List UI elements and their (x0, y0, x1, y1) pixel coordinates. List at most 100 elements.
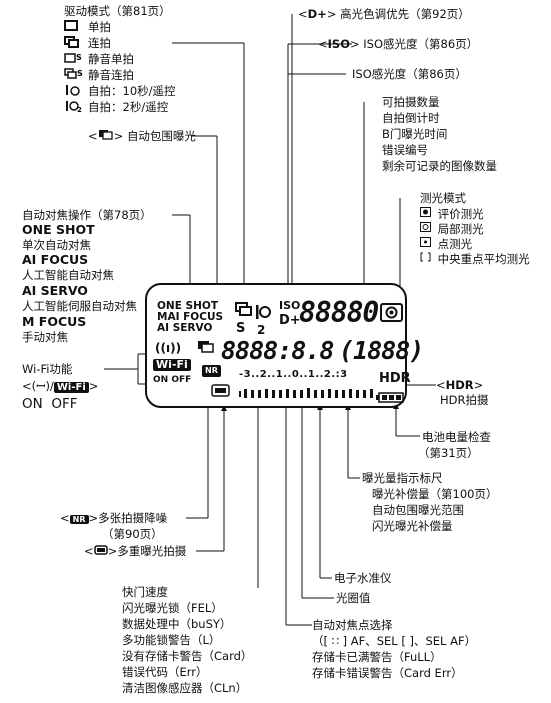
iso-sensitivity: ISO感光度（第86页） (352, 67, 467, 81)
exposure-scale-item: 闪光曝光补偿量 (372, 519, 453, 533)
shutter-item: 清洁图像感应器（CLn） (122, 681, 248, 695)
shots-list: 可拍摄数量 自拍倒计时 B门曝光时间 错误编号 剩余可记录的图像数量 (382, 95, 497, 175)
drive-mode-list: 单拍 连拍 S 静音单拍 S 静音连拍 自拍：10秒/遥控 2 自拍：2秒/遥控 (64, 20, 176, 116)
lcd-on-off: ON OFF (153, 375, 192, 385)
svg-text:S: S (76, 53, 82, 62)
silent-single-icon: S (64, 52, 84, 67)
lcd-wifi-signal-icon: ((ı)) (155, 341, 182, 355)
lcd-panel: ONE SHOT MAI FOCUS AI SERVO S 2 ISO D+ 8… (145, 283, 424, 408)
lcd-bracketing-icon (197, 339, 215, 358)
metering-item: 点测光 (420, 237, 530, 252)
exposure-scale-item: 自动包围曝光范围 (372, 503, 464, 517)
evaluative-metering-icon (420, 207, 432, 221)
battery-label: 电池电量检查 (422, 430, 491, 444)
multi-exposure-label: <>多重曝光拍摄 (84, 544, 187, 558)
shutter-item: 错误代码（Err） (122, 665, 208, 679)
highlight-symbol: D+ (307, 7, 327, 21)
af-point-item: 存储卡错误警告（Card Err） (312, 666, 463, 680)
iso-top: <ISO> ISO感光度（第86页） (318, 37, 479, 51)
nr-label: <NR>多张拍摄降噪 (60, 511, 168, 525)
svg-text:2: 2 (77, 106, 82, 112)
lcd-dplus: D+ (279, 313, 301, 328)
shutter-list: 快门速度 闪光曝光锁（FEL） 数据处理中（buSY） 多功能锁警告（L） 没有… (122, 585, 252, 697)
center-weighted-metering-icon (420, 252, 432, 266)
af-mode-one-shot-desc: 单次自动对焦 (22, 238, 91, 252)
wifi-title: Wi-Fi功能 (22, 362, 73, 376)
lcd-drive-s: S (236, 321, 246, 336)
shutter-item: 多功能锁警告（L） (122, 633, 221, 647)
lcd-scale-labels: -3..2..1..0..1..2.:3 (239, 369, 348, 380)
iso-symbol: ISO (327, 37, 350, 51)
af-mode-ai-focus: AI FOCUS (22, 252, 89, 267)
shots-item: 自拍倒计时 (382, 111, 440, 125)
af-mode-manual: M FOCUS (22, 314, 87, 329)
lcd-main-digits: 8888:8.8 (221, 336, 334, 365)
bracketing-icon (98, 129, 114, 143)
hdr-label: HDR拍摄 (440, 393, 489, 407)
drive-mode-title: 驱动模式（第81页） (64, 4, 171, 18)
lcd-scale-bar (237, 385, 379, 404)
lcd-drive-icons (235, 301, 271, 327)
hdr-callout: <HDR> (436, 378, 484, 392)
aperture-label: 光圈值 (336, 591, 371, 605)
lcd-hdr: HDR (379, 371, 411, 386)
metering-item: 中央重点平均测光 (420, 252, 530, 267)
silent-continuous-icon: S (64, 68, 84, 83)
exposure-scale-list: 曝光量指示标尺 曝光补偿量（第100页） 自动包围曝光范围 闪光曝光补偿量 (362, 471, 497, 535)
wifi-on-off: ON OFF (22, 396, 78, 412)
af-mode-one-shot: ONE SHOT (22, 222, 95, 237)
nr-page: （第90页） (102, 527, 163, 541)
lcd-paren-digits: (1888) (339, 336, 424, 365)
af-mode-ai-servo-desc: 人工智能伺服自动对焦 (22, 299, 137, 313)
shots-item: 错误编号 (382, 143, 428, 157)
af-operation-title: 自动对焦操作（第78页） (22, 208, 152, 222)
lcd-continuous-icon (235, 302, 271, 319)
self-timer-2s-icon: 2 (64, 100, 84, 115)
lcd-battery-icon (375, 389, 405, 408)
af-point-item: 存储卡已满警告（FuLL） (312, 650, 442, 664)
lcd-wifi-chip: Wi-Fi (153, 359, 191, 371)
metering-list: 评价测光 局部测光 点测光 中央重点平均测光 (420, 207, 530, 267)
metering-item: 局部测光 (420, 222, 530, 237)
shots-item: 剩余可记录的图像数量 (382, 159, 497, 173)
drive-item-continuous: 连拍 (64, 36, 111, 52)
shutter-item: 快门速度 (122, 585, 168, 599)
drive-item-silent-continuous: S 静音连拍 (64, 68, 134, 84)
partial-metering-icon (420, 222, 432, 236)
af-point-item: 自动对焦点选择 (312, 618, 393, 632)
continuous-shot-icon (64, 36, 80, 51)
af-mode-ai-servo: AI SERVO (22, 283, 88, 298)
metering-title: 测光模式 (420, 191, 466, 205)
lcd-shots-digits: 88880 (299, 296, 379, 329)
svg-text:S: S (77, 69, 83, 78)
shots-item: 可拍摄数量 (382, 95, 440, 109)
metering-item: 评价测光 (420, 207, 530, 222)
lcd-multi-exposure-icon (211, 383, 231, 402)
multi-exposure-icon (93, 544, 108, 558)
shutter-item: 闪光曝光锁（FEL） (122, 601, 223, 615)
wifi-symbols: <(ꟷ)/Wi-Fi> (22, 379, 99, 393)
highlight-priority: <D+> 高光色调优先（第92页） (298, 7, 470, 21)
shutter-item: 数据处理中（buSY） (122, 617, 232, 631)
drive-item-silent-single: S 静音单拍 (64, 52, 134, 68)
af-point-list: 自动对焦点选择 （[ ∷ ] AF、SEL [ ]、SEL AF） 存储卡已满警… (312, 618, 476, 682)
lcd-timer-2: 2 (257, 323, 266, 337)
af-point-item: （[ ∷ ] AF、SEL [ ]、SEL AF） (312, 634, 477, 648)
shutter-item: 没有存储卡警告（Card） (122, 649, 253, 663)
wifi-chip: Wi-Fi (53, 382, 89, 393)
bracketing-callout: <> 自动包围曝光 (88, 129, 196, 143)
drive-item-single: 单拍 (64, 20, 111, 36)
drive-item-timer-10: 自拍：10秒/遥控 (64, 84, 176, 100)
af-mode-ai-focus-desc: 人工智能自动对焦 (22, 268, 114, 282)
shots-item: B门曝光时间 (382, 127, 448, 141)
spot-metering-icon (420, 237, 432, 251)
lcd-metering-icon (380, 303, 404, 327)
lcd-iso: ISO (279, 299, 301, 312)
exposure-scale-item: 曝光补偿量（第100页） (372, 487, 498, 501)
drive-item-timer-2: 2 自拍：2秒/遥控 (64, 100, 168, 116)
af-mode-manual-desc: 手动对焦 (22, 330, 68, 344)
wifi-signal-icon: ꟷ (36, 379, 46, 393)
self-timer-10s-icon (64, 84, 84, 99)
electronic-level-label: 电子水准仪 (334, 571, 392, 585)
